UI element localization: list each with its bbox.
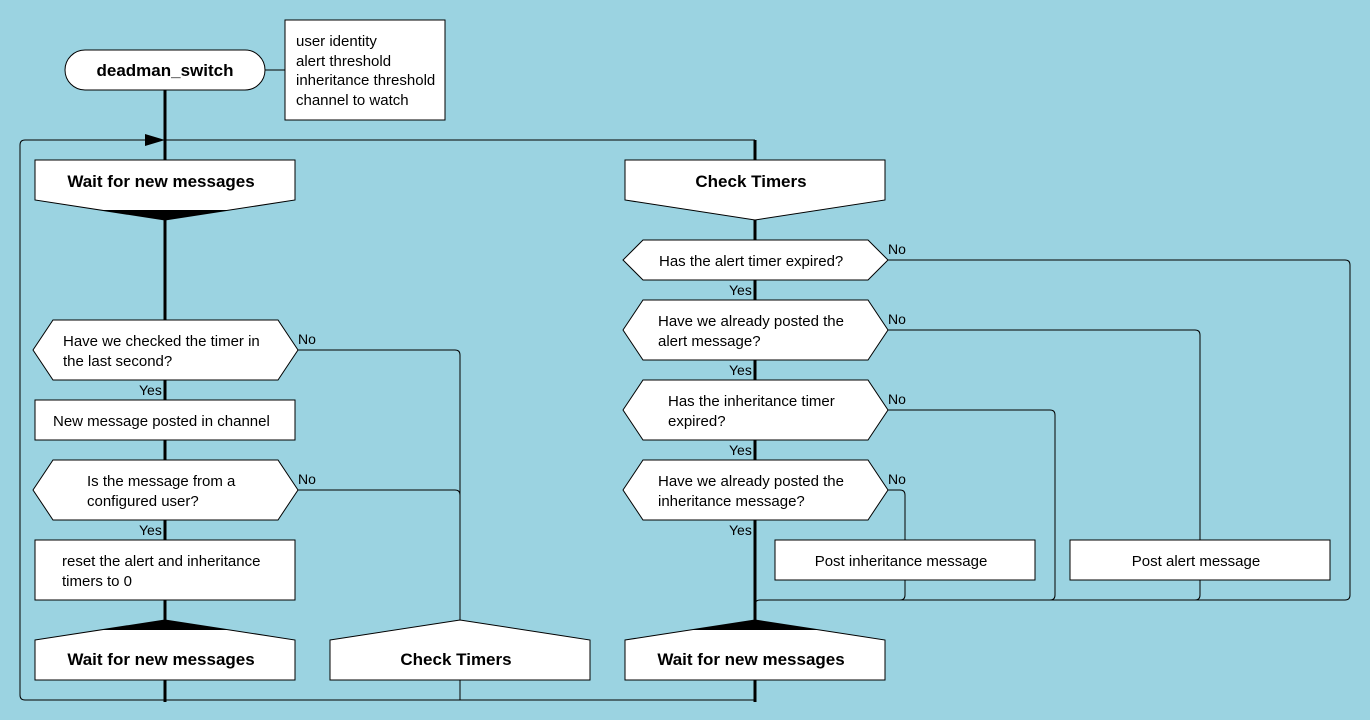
param-channel: channel to watch — [296, 92, 409, 109]
branch-labels: No Yes No Yes No Yes No Yes No Yes No Ye… — [139, 241, 906, 538]
action-reset-timers: reset the alert and inheritance timers t… — [34, 539, 296, 601]
no-label: No — [298, 331, 316, 347]
right-check-timers-label: Check Timers — [695, 172, 806, 191]
decision-timer-checked-line2: the last second? — [63, 353, 172, 370]
left-wait-bottom-label: Wait for new messages — [67, 650, 254, 669]
start-node: deadman_switch — [64, 49, 266, 91]
action-post-alert-label: Post alert message — [1132, 553, 1260, 570]
start-label: deadman_switch — [97, 61, 234, 80]
param-inheritance-threshold: inheritance threshold — [296, 72, 435, 89]
loop-arrow-icon — [145, 134, 165, 146]
left-check-timers-label: Check Timers — [400, 650, 511, 669]
param-user-identity: user identity — [296, 33, 377, 50]
no-label: No — [888, 391, 906, 407]
yes-label: Yes — [139, 382, 162, 398]
decision-timer-checked-line1: Have we checked the timer in — [63, 333, 260, 350]
decision-alert-timer-label: Has the alert timer expired? — [659, 253, 843, 270]
yes-label: Yes — [729, 442, 752, 458]
action-reset-line1: reset the alert and inheritance — [62, 553, 260, 570]
no-label: No — [888, 311, 906, 327]
no-label: No — [888, 241, 906, 257]
decision-configured-user-line1: Is the message from a — [87, 473, 236, 490]
decision-alert-timer: Has the alert timer expired? — [622, 239, 889, 281]
action-post-inheritance-label: Post inheritance message — [815, 553, 988, 570]
decision-alert-posted-line2: alert message? — [658, 333, 761, 350]
action-reset-line2: timers to 0 — [62, 573, 132, 590]
no-label: No — [888, 471, 906, 487]
decision-alert-posted: Have we already posted the alert message… — [622, 299, 889, 361]
action-post-inheritance: Post inheritance message — [774, 539, 1036, 581]
decision-timer-checked: Have we checked the timer in the last se… — [32, 319, 299, 381]
action-post-alert: Post alert message — [1069, 539, 1331, 581]
right-wait-bottom-label: Wait for new messages — [657, 650, 844, 669]
yes-label: Yes — [729, 282, 752, 298]
action-new-message-label: New message posted in channel — [53, 413, 270, 430]
decision-inheritance-posted: Have we already posted the inheritance m… — [622, 459, 889, 521]
parameters-box: user identity alert threshold inheritanc… — [284, 19, 446, 121]
left-wait-top: Wait for new messages — [34, 159, 296, 221]
decision-inheritance-posted-line1: Have we already posted the — [658, 473, 844, 490]
decision-inheritance-timer-line1: Has the inheritance timer — [668, 393, 835, 410]
right-check-timers-top: Check Timers — [624, 159, 886, 221]
yes-label: Yes — [729, 362, 752, 378]
param-alert-threshold: alert threshold — [296, 53, 391, 70]
left-check-timers-bottom: Check Timers — [329, 619, 591, 681]
connector-lines — [19, 69, 1351, 701]
no-label: No — [298, 471, 316, 487]
right-wait-bottom: Wait for new messages — [624, 619, 886, 681]
decision-configured-user: Is the message from a configured user? — [32, 459, 299, 521]
yes-label: Yes — [139, 522, 162, 538]
decision-alert-posted-line1: Have we already posted the — [658, 313, 844, 330]
decision-inheritance-posted-line2: inheritance message? — [658, 493, 805, 510]
yes-label: Yes — [729, 522, 752, 538]
decision-inheritance-timer-line2: expired? — [668, 413, 726, 430]
left-wait-top-label: Wait for new messages — [67, 172, 254, 191]
action-new-message: New message posted in channel — [34, 399, 296, 441]
left-wait-bottom: Wait for new messages — [34, 619, 296, 681]
decision-inheritance-timer: Has the inheritance timer expired? — [622, 379, 889, 441]
decision-configured-user-line2: configured user? — [87, 493, 199, 510]
